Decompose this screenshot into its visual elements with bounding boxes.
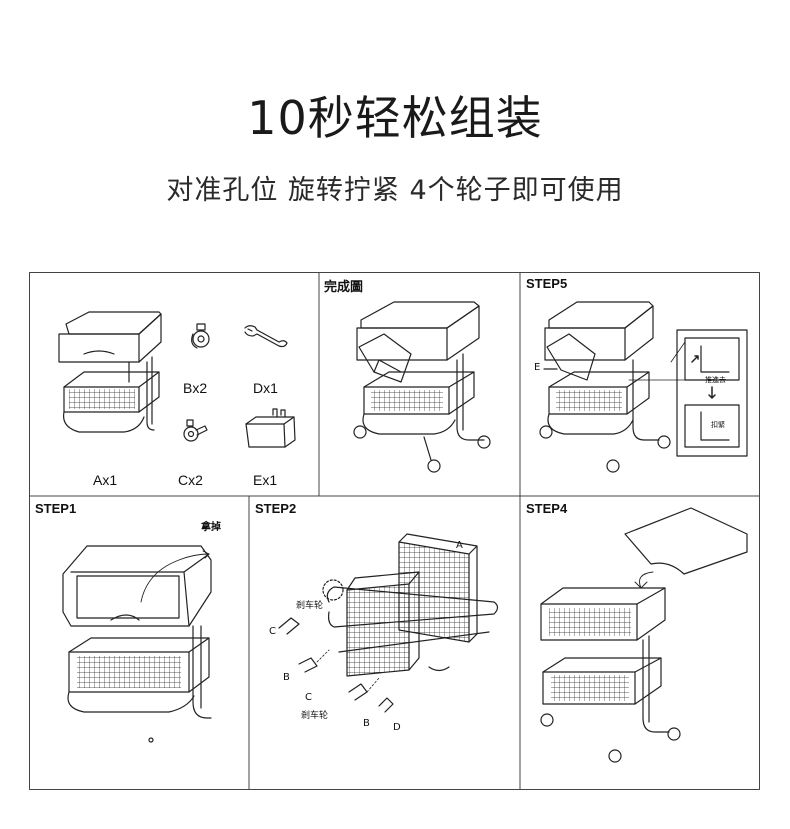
page-subtitle: 对准孔位 旋转拧紧 4个轮子即可使用 bbox=[166, 175, 624, 206]
part-c-label: Cx2 bbox=[178, 472, 203, 488]
step2-part-c-label-1: C bbox=[269, 626, 276, 637]
step2-panel-label: STEP2 bbox=[255, 501, 297, 516]
finished-cart-illustration bbox=[353, 301, 491, 473]
part-b-label: Bx2 bbox=[183, 380, 208, 396]
part-c-brake-caster-illustration bbox=[183, 419, 208, 442]
step2-part-c-label-2: C bbox=[305, 692, 312, 703]
step1-panel-label: STEP1 bbox=[35, 501, 77, 516]
step1-cart-illustration bbox=[62, 545, 212, 743]
step2-brake-wheel-label-2: 剎车轮 bbox=[301, 711, 329, 721]
part-e-basket-illustration bbox=[245, 408, 296, 448]
step5-detail-inset bbox=[628, 329, 748, 457]
part-b-caster-illustration bbox=[191, 323, 210, 349]
step1-remove-note: 拿掉 bbox=[201, 522, 221, 533]
step5-part-e-label: E bbox=[534, 362, 541, 373]
step5-panel-label: STEP5 bbox=[526, 276, 568, 291]
step2-part-b-label-2: B bbox=[363, 718, 370, 729]
part-a-label: Ax1 bbox=[93, 472, 118, 488]
finished-panel-label: 完成圖 bbox=[324, 279, 364, 294]
step2-part-d-label: D bbox=[393, 722, 401, 733]
part-e-label: Ex1 bbox=[253, 472, 278, 488]
part-d-label: Dx1 bbox=[253, 380, 278, 396]
part-a-cart-illustration bbox=[58, 311, 162, 433]
step2-brake-wheel-label-1: 剎车轮 bbox=[296, 601, 324, 611]
step5-cart-illustration bbox=[539, 301, 671, 473]
step2-part-b-label-1: B bbox=[283, 672, 290, 683]
panel-borders bbox=[29, 272, 760, 790]
assembly-instructions-grid: 完成圖 STEP5 STEP1 STEP2 STEP4 Ax1 Bx2 Cx2 … bbox=[29, 272, 760, 790]
step4-cart-illustration bbox=[540, 507, 748, 763]
step2-part-a-label: A bbox=[456, 540, 463, 551]
step2-cart-illustration bbox=[278, 533, 499, 713]
step4-panel-label: STEP4 bbox=[526, 501, 568, 516]
step5-push-note: 推進去 bbox=[705, 376, 726, 384]
step5-clip-note: 扣緊 bbox=[711, 421, 725, 429]
page-title: 10秒轻松组装 bbox=[247, 91, 543, 145]
assembly-illustrations bbox=[29, 272, 760, 790]
part-d-wrench-illustration bbox=[244, 325, 288, 348]
